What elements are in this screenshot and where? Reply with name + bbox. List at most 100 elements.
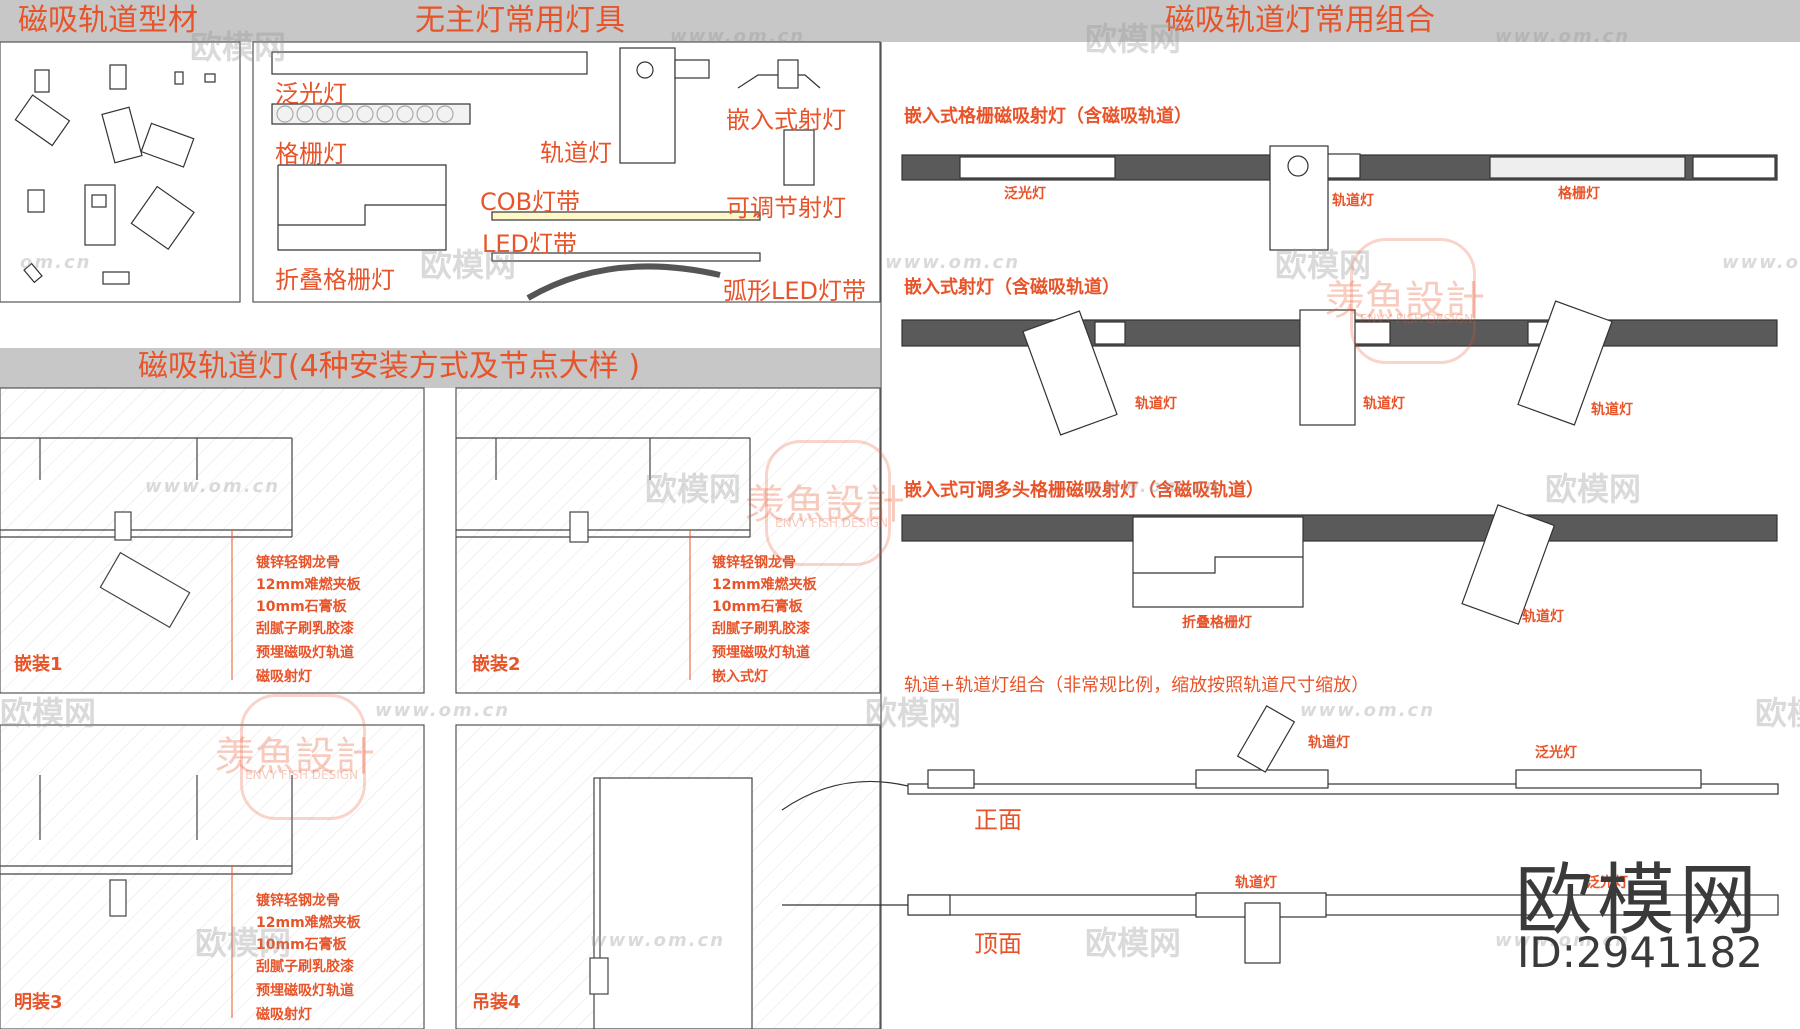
watermark-brand: 欧模网 xyxy=(1085,20,1182,58)
label-track-light: 轨道灯 xyxy=(540,139,612,167)
install-3-layer-5: 预埋磁吸灯轨道 xyxy=(256,983,354,999)
combo-2-track-b: 轨道灯 xyxy=(1363,396,1405,412)
watermark-url: www.om.cn xyxy=(1085,476,1221,497)
combo-3-folding: 折叠格栅灯 xyxy=(1182,615,1252,631)
watermark-brand: 欧模网 xyxy=(1755,694,1800,732)
watermark-brand: 欧模网 xyxy=(1085,924,1182,962)
combo-1-flood: 泛光灯 xyxy=(1004,186,1046,202)
watermark-url: www.om.cn xyxy=(1722,252,1800,273)
watermark-brand: 欧模网 xyxy=(0,694,97,732)
section-title-install: 磁吸轨道灯(4种安装方式及节点大样 ) xyxy=(138,349,641,384)
design-logo-text: 羡魚設計 xyxy=(1325,278,1485,324)
install-1-label: 嵌装1 xyxy=(14,654,63,675)
combo-4-flood-top: 泛光灯 xyxy=(1586,875,1628,891)
combo-1-title: 嵌入式格栅磁吸射灯（含磁吸轨道） xyxy=(904,106,1192,127)
watermark-url: www.om.cn xyxy=(375,700,511,721)
install-1-layer-4: 刮腻子刷乳胶漆 xyxy=(256,621,354,637)
combo-4-track-top: 轨道灯 xyxy=(1235,875,1277,891)
watermark-url: www.om.cn xyxy=(145,476,281,497)
install-2-layer-3: 10mm石膏板 xyxy=(712,599,803,615)
label-arc-led-strip: 弧形LED灯带 xyxy=(723,277,867,305)
combo-4-top-view: 顶面 xyxy=(974,930,1022,958)
watermark-brand: 欧模网 xyxy=(420,246,517,284)
design-logo-text: 羡魚設計 xyxy=(215,734,375,780)
combo-row-3 xyxy=(901,504,1778,625)
label-grille-light: 格栅灯 xyxy=(275,140,347,168)
watermark-brand: 欧模网 xyxy=(195,924,292,962)
section-title-no-main-light: 无主灯常用灯具 xyxy=(415,3,625,38)
header-bar-top xyxy=(0,0,1800,42)
design-logo-subtext: ENVY FISH DESIGN xyxy=(775,516,889,530)
design-logo-subtext: ENVY FISH DESIGN xyxy=(1360,312,1474,326)
combo-1-grille: 格栅灯 xyxy=(1558,186,1600,202)
install-2-layer-5: 预埋磁吸灯轨道 xyxy=(712,645,810,661)
combo-4-front-view: 正面 xyxy=(974,806,1022,834)
install-3-layer-6: 磁吸射灯 xyxy=(256,1007,312,1023)
profile-sketches xyxy=(14,64,216,285)
design-logo-frame xyxy=(1350,238,1476,364)
combo-4-track-front: 轨道灯 xyxy=(1308,735,1350,751)
watermark-url: www.om.cn xyxy=(670,26,806,47)
watermark-brand: 欧模网 xyxy=(865,694,962,732)
label-cob-strip: COB灯带 xyxy=(480,188,581,216)
combo-3-track: 轨道灯 xyxy=(1522,609,1564,625)
watermark-brand: 欧模网 xyxy=(645,470,742,508)
install-3-label: 明装3 xyxy=(14,992,63,1013)
combo-2-track-c: 轨道灯 xyxy=(1591,402,1633,418)
design-logo-text: 羡魚設計 xyxy=(745,482,905,528)
watermark-url: om.cn xyxy=(20,252,92,273)
combo-2-title: 嵌入式射灯（含磁吸轨道） xyxy=(904,277,1120,298)
watermark-url: www.om.cn xyxy=(1495,26,1631,47)
install-3-layer-3: 10mm石膏板 xyxy=(256,937,347,953)
install-1-layer-3: 10mm石膏板 xyxy=(256,599,347,615)
install-sketches xyxy=(0,437,753,1029)
combo-row-4 xyxy=(781,705,1779,964)
install-3-layer-1: 镀锌轻钢龙骨 xyxy=(256,893,340,909)
install-3-layer-4: 刮腻子刷乳胶漆 xyxy=(256,959,354,975)
brand-name: 欧模网 xyxy=(1515,856,1762,946)
brand-id: ID:2941182 xyxy=(1517,928,1763,977)
label-folding-grille-light: 折叠格栅灯 xyxy=(275,266,395,294)
watermark-url: www.om.cn xyxy=(885,252,1021,273)
label-recessed-spot: 嵌入式射灯 xyxy=(726,106,846,134)
section-title-profiles: 磁吸轨道型材 xyxy=(18,3,198,38)
install-1-layer-6: 磁吸射灯 xyxy=(256,669,312,685)
combo-3-title: 嵌入式可调多头格栅磁吸射灯（含磁吸轨道） xyxy=(904,480,1264,501)
install-2-layer-2: 12mm难燃夹板 xyxy=(712,577,817,593)
watermark-url: www.om.cn xyxy=(590,930,726,951)
panel-fixtures xyxy=(252,41,881,303)
install-4-label: 吊装4 xyxy=(472,992,521,1013)
install-1-layer-1: 镀锌轻钢龙骨 xyxy=(256,555,340,571)
combo-4-title: 轨道+轨道灯组合（非常规比例，缩放按照轨道尺寸缩放） xyxy=(904,675,1370,696)
combo-2-track-a: 轨道灯 xyxy=(1135,396,1177,412)
panel-install-3 xyxy=(0,724,425,1029)
install-3-layer-2: 12mm难燃夹板 xyxy=(256,915,361,931)
design-logo-subtext: ENVY FISH DESIGN xyxy=(245,768,359,782)
label-led-strip: LED灯带 xyxy=(482,230,578,258)
design-logo-frame xyxy=(765,440,891,566)
fixture-sketches xyxy=(271,47,821,301)
combo-row-2 xyxy=(901,300,1778,436)
install-2-label: 嵌装2 xyxy=(472,654,521,675)
install-2-layer-6: 嵌入式灯 xyxy=(712,669,768,685)
combo-4-flood-front: 泛光灯 xyxy=(1535,745,1577,761)
header-bar-install xyxy=(0,348,880,388)
watermark-brand: 欧模网 xyxy=(1545,470,1642,508)
watermark-url: www.om.cn xyxy=(1495,930,1631,951)
design-logo-frame xyxy=(240,694,366,820)
install-1-layer-2: 12mm难燃夹板 xyxy=(256,577,361,593)
install-1-layer-5: 预埋磁吸灯轨道 xyxy=(256,645,354,661)
section-title-combos: 磁吸轨道灯常用组合 xyxy=(1165,3,1435,38)
panel-profiles xyxy=(0,41,241,303)
leader-lines xyxy=(231,530,691,1018)
install-2-layer-1: 镀锌轻钢龙骨 xyxy=(712,555,796,571)
watermark-url: www.om.cn xyxy=(1300,700,1436,721)
panel-install-1 xyxy=(0,387,425,694)
install-2-layer-4: 刮腻子刷乳胶漆 xyxy=(712,621,810,637)
combo-row-1 xyxy=(901,145,1778,251)
label-flood-light: 泛光灯 xyxy=(275,80,347,108)
combo-1-track: 轨道灯 xyxy=(1332,193,1374,209)
panel-install-4 xyxy=(455,724,881,1029)
watermark-brand: 欧模网 xyxy=(190,28,287,66)
